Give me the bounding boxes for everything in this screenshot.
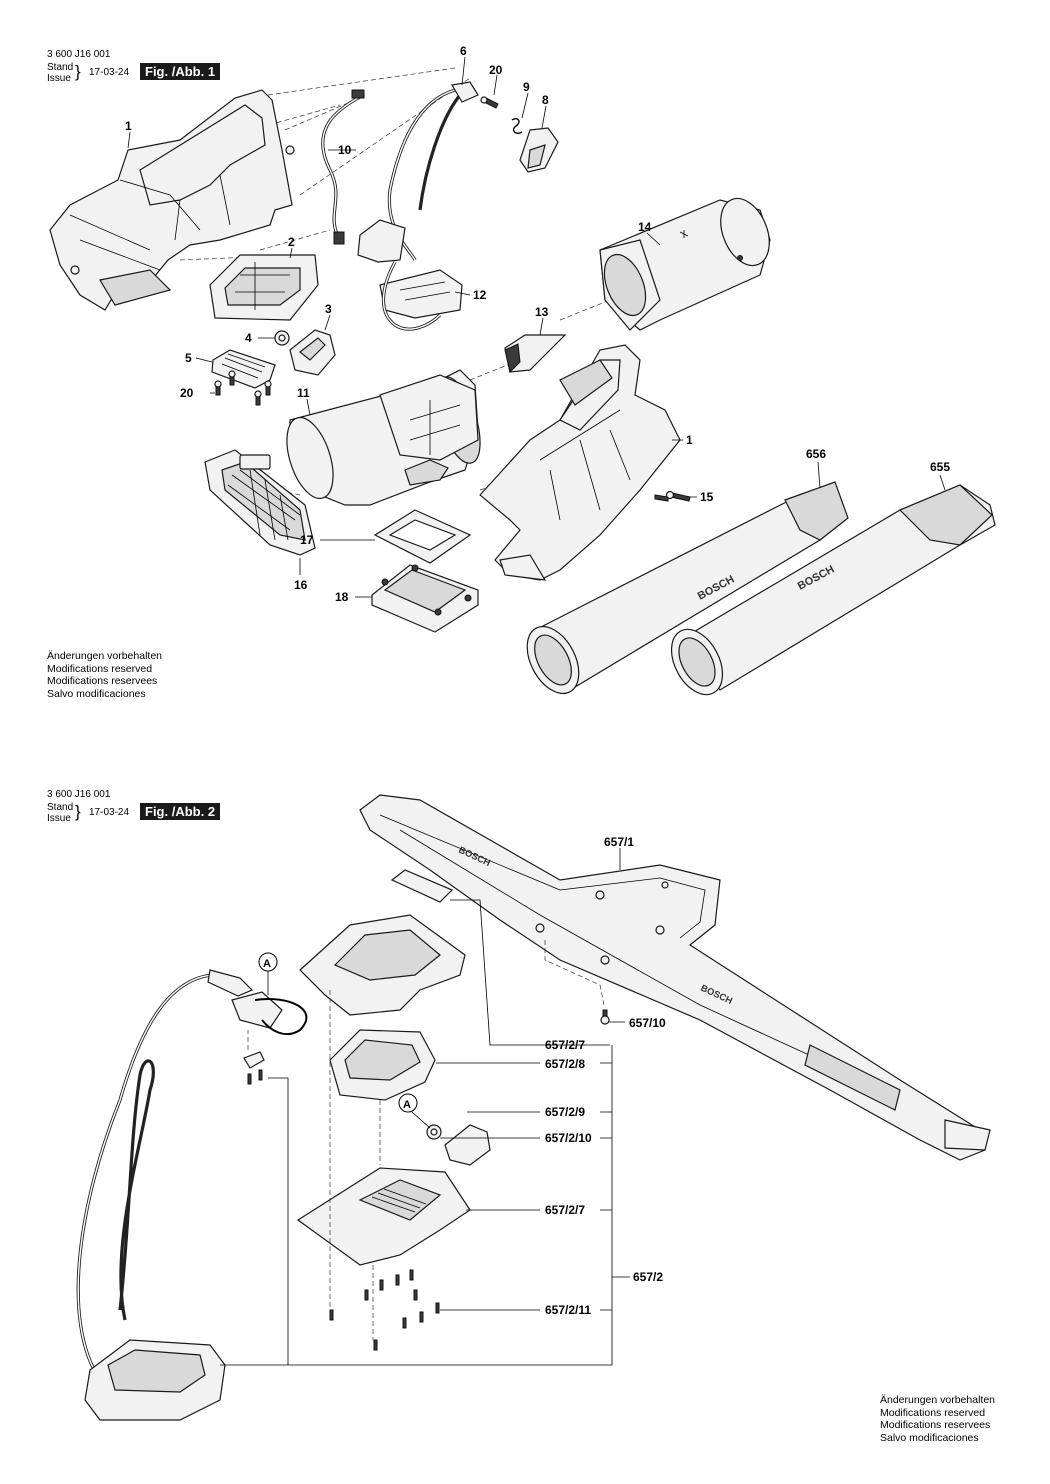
issue-date: 17-03-24 (89, 67, 130, 78)
battery-receptacle (209, 254, 319, 321)
stand-label: Stand (47, 802, 74, 813)
battery-pack (84, 1339, 226, 1421)
callout-label: 657/2/10 (545, 1131, 592, 1145)
note-line: Modifications reserved (880, 1406, 986, 1419)
callout-label: 1 (125, 119, 132, 133)
callout-label: 657/2/8 (545, 1057, 585, 1071)
callout-label: 2 (288, 235, 295, 249)
fan-cover (204, 449, 316, 556)
callout-label: 10 (338, 143, 352, 157)
base-plate (296, 1167, 471, 1266)
brace-icon: } (75, 802, 81, 821)
label-sticker (390, 869, 454, 903)
callout-label: 657/10 (629, 1016, 666, 1030)
housing-half-left (49, 89, 295, 311)
spring-clip (511, 117, 523, 135)
callout-label: 3 (325, 302, 332, 316)
stand-label: Stand (47, 62, 74, 73)
figure-title: Fig. /Abb. 2 (140, 803, 221, 820)
callout-label: 8 (542, 93, 549, 107)
callout-a: A (398, 1093, 431, 1129)
issue-date: 17-03-24 (89, 807, 130, 818)
blower-tube (286, 369, 481, 506)
switch-with-wire (387, 81, 479, 261)
trigger (519, 127, 559, 173)
doc-number: 3 600 J16 001 (47, 789, 111, 800)
callout-label: 18 (335, 590, 349, 604)
housing-half-right (479, 344, 681, 581)
callout-label: 17 (300, 533, 314, 547)
blower-tube-656: BOSCH (526, 481, 849, 695)
doc-number: 3 600 J16 001 (47, 49, 111, 60)
svg-text:A: A (403, 1099, 411, 1111)
screw-set (329, 1269, 440, 1351)
electronics-module (357, 219, 463, 331)
modifications-notice: Änderungen vorbehalten Modifications res… (880, 1394, 995, 1444)
callout-label: 4 (245, 331, 252, 345)
screw (600, 1009, 610, 1025)
motor (599, 197, 771, 331)
cover-plate (211, 349, 276, 389)
screw (665, 490, 691, 502)
issue-label: Issue (47, 813, 71, 824)
callout-label: 14 (638, 220, 652, 234)
callout-label: 13 (535, 305, 549, 319)
callout-label: 1 (686, 433, 693, 447)
callout-label: 9 (523, 80, 530, 94)
spring (274, 330, 290, 346)
callout-label: 6 (460, 44, 467, 58)
callout-label: 20 (180, 386, 194, 400)
callout-label: 15 (700, 490, 714, 504)
callout-a: A (258, 952, 278, 995)
nose-cone (504, 334, 567, 373)
callout-label: 657/2/11 (545, 1303, 591, 1317)
note-line: Änderungen vorbehalten (47, 650, 163, 662)
callout-label: 12 (473, 288, 487, 302)
callout-label: 657/1 (604, 835, 634, 849)
callout-label: 657/2 (633, 1270, 663, 1284)
callout-label: 16 (294, 578, 308, 592)
note-line: Salvo modificaciones (47, 687, 146, 700)
callout-label: 11 (297, 386, 310, 400)
latch-assembly (426, 1124, 491, 1166)
figure-title: Fig. /Abb. 1 (140, 63, 221, 80)
svg-text:A: A (263, 958, 271, 970)
shoulder-strap: BOSCH BOSCH (359, 794, 991, 1161)
callout-label: 657/2/7 (545, 1038, 585, 1052)
callout-label: 656 (806, 447, 826, 461)
note-line: Änderungen vorbehalten (880, 1394, 996, 1406)
note-line: Modifications reservees (880, 1419, 991, 1431)
brace-icon: } (75, 62, 81, 81)
note-line: Modifications reservees (47, 675, 158, 687)
adapter-receptacle (329, 1029, 436, 1101)
screw-set (214, 370, 272, 406)
screw (480, 96, 499, 109)
latch (289, 329, 336, 376)
wire-harness (321, 89, 365, 245)
callout-label: 655 (930, 460, 950, 474)
battery-frame (299, 914, 466, 1016)
callout-label: 20 (489, 63, 503, 77)
note-line: Modifications reserved (47, 662, 153, 675)
note-line: Salvo modificaciones (880, 1431, 979, 1444)
gasket (373, 509, 472, 564)
blower-tube-655: BOSCH (670, 484, 996, 696)
issue-label: Issue (47, 73, 71, 84)
filter-cover (371, 564, 479, 633)
callout-label: 5 (185, 351, 192, 365)
modifications-notice: Änderungen vorbehalten Modifications res… (47, 650, 162, 700)
callout-label: 657/2/7 (545, 1203, 585, 1217)
battery-cable (76, 969, 308, 1381)
callout-label: 657/2/9 (545, 1105, 585, 1119)
